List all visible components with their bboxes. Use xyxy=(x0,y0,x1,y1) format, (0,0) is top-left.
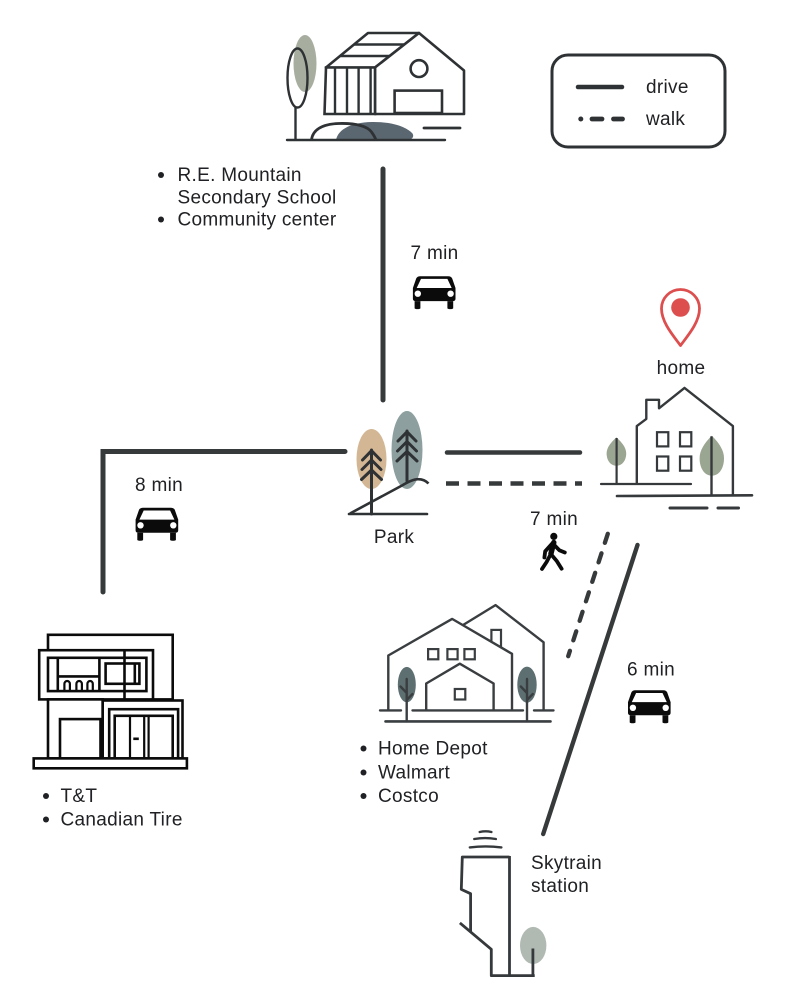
svg-text:home: home xyxy=(657,358,706,379)
svg-text:6 min: 6 min xyxy=(627,660,675,681)
svg-text:drive: drive xyxy=(646,77,689,98)
svg-text:R.E. Mountain: R.E. Mountain xyxy=(178,165,302,186)
svg-text:Park: Park xyxy=(374,527,414,548)
svg-text:station: station xyxy=(531,876,589,897)
svg-text:walk: walk xyxy=(645,109,685,130)
svg-text:Skytrain: Skytrain xyxy=(531,853,602,874)
svg-text:7 min: 7 min xyxy=(530,509,578,530)
svg-text:7 min: 7 min xyxy=(411,243,459,264)
svg-text:Community center: Community center xyxy=(178,210,337,231)
svg-text:Costco: Costco xyxy=(378,786,439,807)
svg-text:Secondary School: Secondary School xyxy=(178,188,337,209)
svg-text:T&T: T&T xyxy=(61,786,98,807)
svg-text:8 min: 8 min xyxy=(135,475,183,496)
svg-text:Canadian Tire: Canadian Tire xyxy=(61,810,183,831)
svg-text:Home Depot: Home Depot xyxy=(378,739,488,760)
svg-text:Walmart: Walmart xyxy=(378,763,451,784)
